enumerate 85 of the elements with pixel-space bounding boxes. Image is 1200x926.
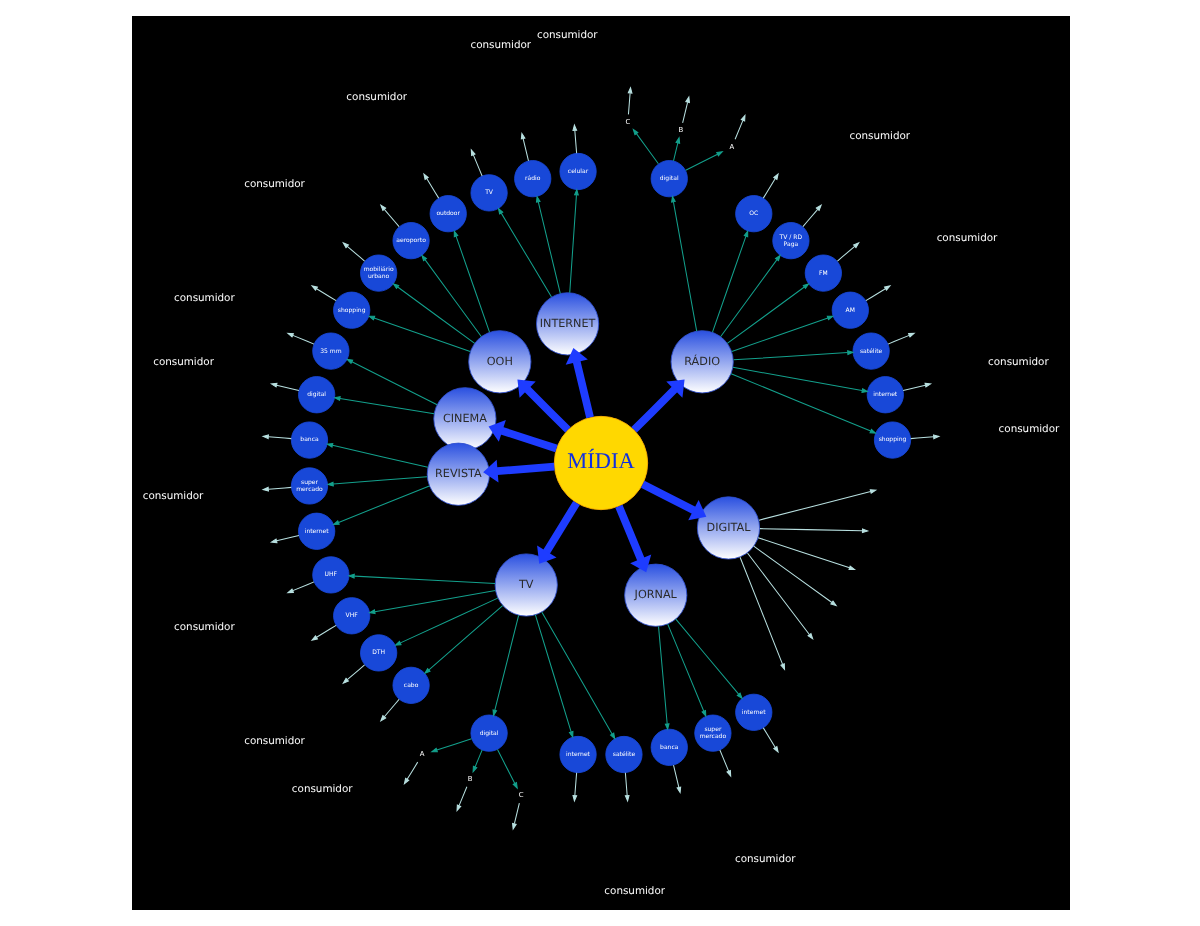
arrow — [536, 500, 579, 564]
arrow — [725, 283, 809, 344]
arrow — [367, 589, 495, 615]
arrow — [745, 552, 813, 641]
arrow — [471, 749, 482, 774]
arrow — [496, 207, 552, 298]
arrow — [429, 738, 472, 753]
arrow — [452, 229, 489, 333]
arrow — [761, 172, 778, 199]
arrow — [752, 545, 837, 607]
arrow — [346, 573, 495, 584]
arrow — [732, 350, 854, 361]
arrow — [909, 434, 940, 440]
arrow — [719, 254, 780, 338]
arrow — [341, 664, 365, 685]
arrow — [757, 489, 877, 521]
arrow — [422, 605, 503, 675]
arrow — [674, 618, 743, 700]
arrow — [864, 285, 891, 302]
arrow — [309, 624, 336, 641]
arrow — [402, 761, 418, 786]
arrow — [469, 148, 482, 177]
arrow — [366, 315, 470, 352]
arrow — [391, 283, 475, 344]
arrow — [511, 802, 519, 831]
arrow — [626, 86, 632, 115]
arrow — [761, 727, 778, 754]
arrow — [324, 442, 428, 468]
arrow — [733, 114, 745, 140]
arrow — [344, 358, 437, 406]
arrow — [639, 480, 706, 521]
arrow — [309, 285, 336, 302]
arrow — [332, 396, 434, 415]
arrow — [901, 382, 932, 391]
arrow — [571, 772, 577, 803]
arrow — [491, 614, 519, 717]
arrow — [496, 749, 517, 790]
arrow — [420, 254, 481, 338]
node-circle: MÍDIA — [552, 415, 648, 511]
arrow — [672, 764, 681, 795]
arrow — [533, 614, 573, 739]
arrow — [730, 315, 834, 352]
arrow — [801, 204, 822, 228]
arrow — [886, 332, 915, 345]
arrow — [756, 537, 856, 571]
arrow — [681, 95, 689, 124]
arrow — [684, 151, 723, 171]
arrow — [341, 241, 365, 262]
arrow — [731, 366, 868, 393]
arrow — [623, 772, 629, 803]
arrow — [729, 373, 876, 434]
arrow — [631, 128, 658, 165]
arrow — [331, 485, 429, 525]
arrow — [487, 420, 557, 453]
arrow — [614, 504, 651, 573]
arrow — [568, 188, 578, 294]
arrow — [711, 229, 748, 333]
arrow — [393, 597, 498, 646]
arrow — [455, 786, 467, 812]
arrow — [519, 131, 528, 162]
arrow — [672, 136, 680, 162]
arrow — [564, 348, 593, 419]
arrow — [378, 698, 399, 722]
arrow — [718, 749, 731, 778]
arrow — [422, 172, 439, 199]
arrow — [482, 459, 554, 483]
arrow — [738, 556, 785, 671]
arrow — [657, 625, 669, 731]
arrow — [260, 434, 291, 440]
arrow — [516, 379, 570, 433]
arrow — [285, 332, 314, 345]
arrow — [630, 379, 684, 433]
arrow — [571, 123, 577, 154]
arrow — [378, 204, 399, 228]
arrow — [540, 611, 615, 740]
arrow — [268, 535, 299, 544]
arrow — [260, 486, 291, 492]
arrow — [534, 195, 560, 294]
arrow — [835, 241, 859, 262]
arrow — [666, 623, 706, 718]
arrow — [268, 382, 299, 391]
arrow — [670, 195, 697, 332]
arrow — [758, 528, 869, 534]
arrow — [325, 476, 427, 487]
arrow — [285, 581, 314, 594]
